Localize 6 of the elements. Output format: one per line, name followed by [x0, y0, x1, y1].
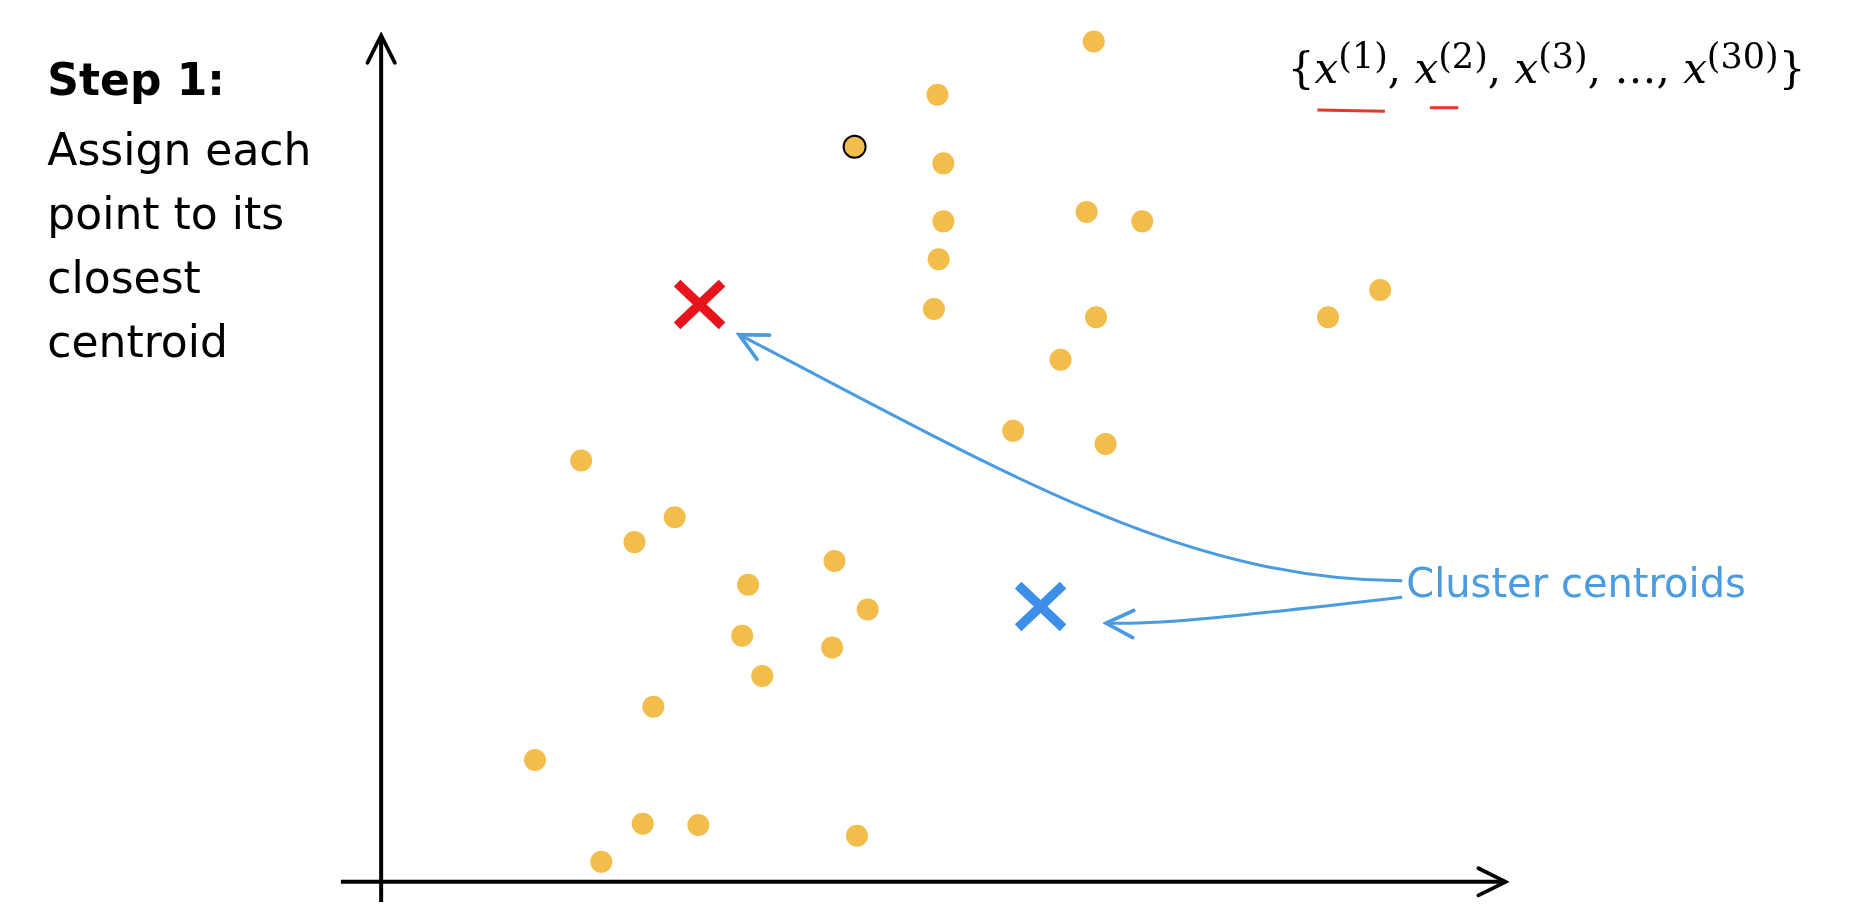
arrow [1104, 595, 1403, 639]
sequence-formula: {x$^{(1)}$, x$^{(2)}$, x$^{(3)}$, …, x$^{(30)}$} [1287, 35, 1807, 93]
callout-text: Cluster centroids [1406, 556, 1821, 611]
step-description: Assign each point to its closest centroid [47, 123, 313, 370]
arrow [737, 332, 1403, 583]
step-heading: Step 1: [47, 54, 226, 106]
